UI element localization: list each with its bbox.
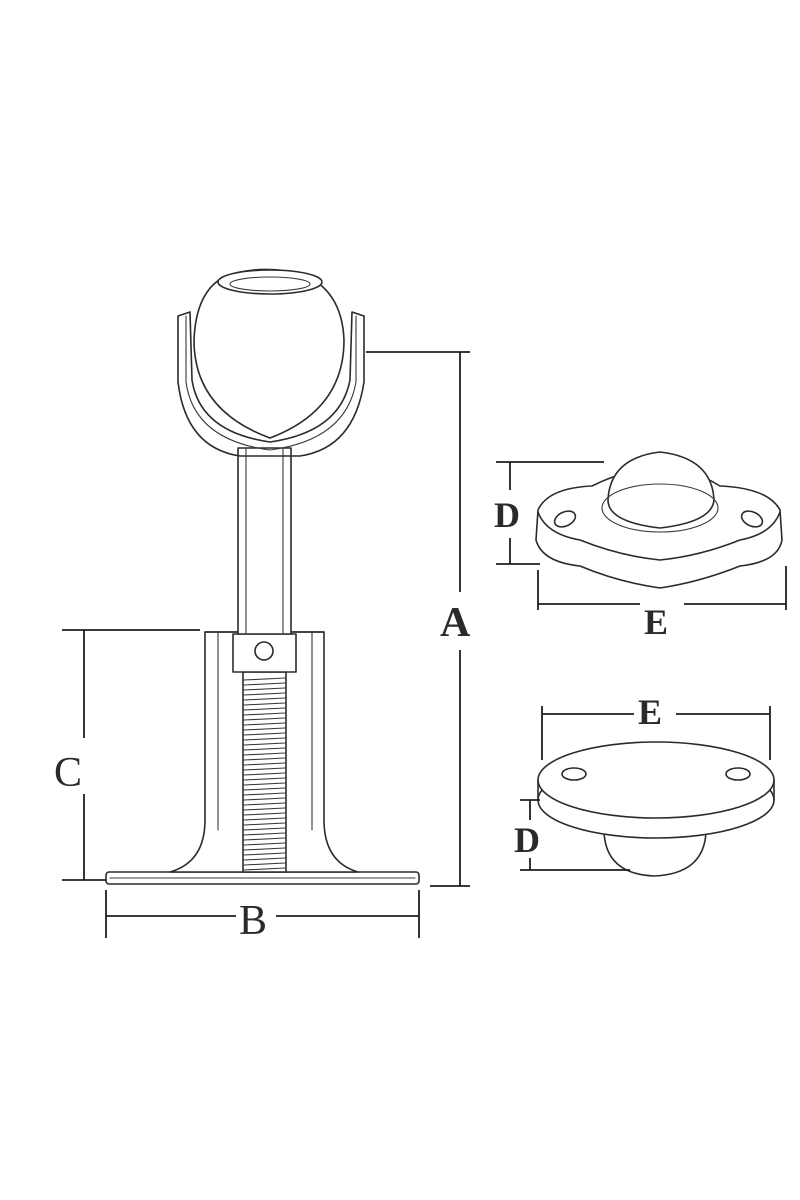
dimension-e-upper-label: E: [644, 602, 668, 642]
dimension-b-label: B: [239, 898, 267, 944]
thread-line: [243, 827, 286, 831]
thread-line: [243, 837, 286, 841]
thread-line: [243, 712, 286, 716]
dimension-d-upper: D: [494, 461, 604, 565]
mount-hole-right: [740, 510, 764, 528]
dimension-e-lower: E: [541, 692, 771, 760]
thread-line: [243, 697, 286, 701]
mount-hole-left: [553, 510, 577, 528]
dimension-d-lower: D: [514, 799, 630, 871]
collar-hole: [254, 641, 274, 661]
pedestal-clamp-collar: [232, 633, 297, 673]
dimension-c-label: C: [54, 750, 82, 796]
dimension-d-lower-label: D: [514, 820, 540, 860]
dimension-a-label: A: [440, 600, 471, 646]
thread-line: [243, 842, 286, 846]
thread-line: [243, 847, 286, 851]
thread-line: [243, 732, 286, 736]
dimension-e-upper: E: [537, 566, 787, 642]
thread-line: [243, 787, 286, 791]
dimension-d-upper-label: D: [494, 495, 520, 535]
dimension-b: B: [105, 890, 420, 944]
thread-line: [243, 822, 286, 826]
thread-line: [243, 727, 286, 731]
thread-line: [243, 762, 286, 766]
thread-line: [243, 747, 286, 751]
thread-line: [243, 782, 286, 786]
thread-line: [243, 722, 286, 726]
pedestal-base-plate: [105, 871, 420, 885]
thread-line: [243, 767, 286, 771]
thread-line: [243, 692, 286, 696]
thread-line: [243, 742, 286, 746]
thread-line: [243, 777, 286, 781]
thread-line: [243, 797, 286, 801]
thread-line: [243, 807, 286, 811]
thread-line: [243, 677, 286, 681]
thread-line: [243, 752, 286, 756]
thread-line: [243, 717, 286, 721]
ball-socket-top-view: [535, 451, 783, 589]
thread-line: [243, 857, 286, 861]
thread-line: [243, 682, 286, 686]
pedestal-stem: [237, 447, 292, 635]
flange-socket-side-view: [537, 741, 775, 877]
flange-hole-right: [725, 767, 751, 781]
pedestal-threaded-rod: [242, 671, 287, 873]
thread-line: [243, 772, 286, 776]
thread-line: [243, 852, 286, 856]
thread-line: [243, 687, 286, 691]
thread-line: [243, 817, 286, 821]
pedestal-ball-cradle: [177, 268, 365, 457]
thread-line: [243, 867, 286, 871]
dimension-c: C: [54, 629, 200, 881]
thread-line: [243, 737, 286, 741]
thread-line: [243, 702, 286, 706]
thread-line: [243, 862, 286, 866]
flange-hole-left: [561, 767, 587, 781]
thread-line: [243, 707, 286, 711]
dimension-a: A: [366, 351, 471, 887]
thread-line: [243, 802, 286, 806]
thread-line: [243, 792, 286, 796]
thread-line: [243, 832, 286, 836]
thread-line: [243, 812, 286, 816]
thread-line: [243, 757, 286, 761]
dimension-e-lower-label: E: [638, 692, 662, 732]
pedestal-assembly: [105, 268, 420, 885]
